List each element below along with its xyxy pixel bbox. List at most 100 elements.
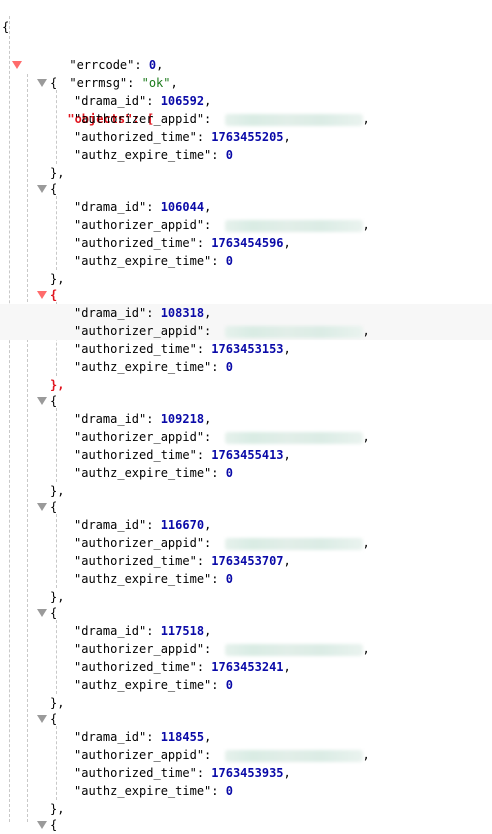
- authorizer-appid-key: "authorizer_appid": [74, 536, 205, 550]
- authorized-time-key: "authorized_time": [74, 342, 197, 356]
- field-line-authz-expire-time: "authz_expire_time": 0: [74, 572, 233, 586]
- field-line-authorized-time: "authorized_time": 1763454596,: [74, 236, 291, 250]
- object-open-line: {: [0, 286, 492, 304]
- object-collapse-toggle-icon[interactable]: [37, 397, 47, 405]
- redacted-value: [224, 325, 363, 338]
- field-line-authorized-time: "authorized_time": 1763455413,: [74, 448, 291, 462]
- drama-id-value: 116670: [160, 518, 205, 532]
- drama-id-value: 109218: [160, 412, 205, 426]
- authorized-time-key: "authorized_time": [74, 660, 197, 674]
- object-collapse-toggle-icon[interactable]: [37, 609, 47, 617]
- indent-guide-root: [9, 16, 10, 822]
- field-line-authorizer-appid: "authorizer_appid": ,: [74, 642, 370, 656]
- drama-id-value: 106592: [160, 94, 205, 108]
- authorized-time-value: 1763453935: [211, 766, 284, 780]
- drama-id-key: "drama_id": [74, 518, 147, 532]
- object-open-brace: {: [50, 394, 58, 408]
- objects-line: "objects": [: [0, 56, 492, 126]
- object-close-brace: },: [50, 166, 65, 180]
- object-open-line: {: [0, 498, 492, 516]
- field-line-authz-expire-time: "authz_expire_time": 0: [74, 784, 233, 798]
- authorized-time-value: 1763453707: [211, 554, 284, 568]
- drama-id-value: 117518: [160, 624, 205, 638]
- authz-expire-time-key: "authz_expire_time": [74, 254, 212, 268]
- authz-expire-time-value: 0: [225, 360, 233, 374]
- object-collapse-toggle-icon[interactable]: [37, 79, 47, 87]
- field-line-drama-id: "drama_id": 109218,: [74, 412, 212, 426]
- object-open-line: {: [0, 180, 492, 198]
- drama-id-value: 118455: [160, 730, 205, 744]
- objects-key: "objects": [67, 112, 133, 126]
- indent-guide-objects: [27, 74, 28, 822]
- object-open-line: {: [0, 604, 492, 622]
- indent-guide-object: [56, 726, 57, 800]
- field-line-authz-expire-time: "authz_expire_time": 0: [74, 466, 233, 480]
- authorized-time-key: "authorized_time": [74, 766, 197, 780]
- object-close-line: },: [0, 588, 492, 606]
- field-line-authorizer-appid: "authorizer_appid": ,: [74, 218, 370, 232]
- redacted-value: [224, 113, 363, 126]
- authz-expire-time-key: "authz_expire_time": [74, 784, 212, 798]
- object-collapse-toggle-icon[interactable]: [37, 715, 47, 723]
- authorized-time-key: "authorized_time": [74, 448, 197, 462]
- objects-open-bracket: [: [146, 112, 155, 126]
- redacted-value: [224, 643, 363, 656]
- object-open-brace: {: [50, 818, 58, 832]
- object-close-brace: },: [50, 802, 65, 816]
- object-collapse-toggle-icon[interactable]: [37, 821, 47, 829]
- authorizer-appid-key: "authorizer_appid": [74, 642, 205, 656]
- field-line-authz-expire-time: "authz_expire_time": 0: [74, 360, 233, 374]
- field-line-authorized-time: "authorized_time": 1763453707,: [74, 554, 291, 568]
- authz-expire-time-key: "authz_expire_time": [74, 360, 212, 374]
- authorized-time-value: 1763453153: [211, 342, 284, 356]
- authorized-time-key: "authorized_time": [74, 554, 197, 568]
- authorized-time-key: "authorized_time": [74, 236, 197, 250]
- object-close-brace: },: [50, 590, 65, 604]
- errcode-value: 0: [148, 58, 157, 72]
- object-collapse-toggle-icon[interactable]: [37, 185, 47, 193]
- field-line-drama-id: "drama_id": 118455,: [74, 730, 212, 744]
- object-close-brace: },: [50, 696, 65, 710]
- object-close-brace: },: [50, 272, 65, 286]
- authorized-time-value: 1763455205: [211, 130, 284, 144]
- objects-collapse-toggle-icon[interactable]: [12, 61, 22, 69]
- object-open-line: {: [0, 710, 492, 728]
- authz-expire-time-value: 0: [225, 148, 233, 162]
- field-line-authorizer-appid: "authorizer_appid": ,: [0, 322, 492, 340]
- errcode-line: "errcode": 0,: [69, 58, 164, 72]
- drama-id-key: "drama_id": [74, 412, 147, 426]
- authz-expire-time-value: 0: [225, 466, 233, 480]
- field-line-authz-expire-time: "authz_expire_time": 0: [74, 254, 233, 268]
- field-line-authz-expire-time: "authz_expire_time": 0: [74, 148, 233, 162]
- authz-expire-time-value: 0: [225, 572, 233, 586]
- root-open-brace: {: [2, 20, 10, 34]
- authorized-time-key: "authorized_time": [74, 130, 197, 144]
- drama-id-key: "drama_id": [74, 94, 147, 108]
- errcode-key: "errcode": [69, 58, 135, 72]
- field-line-authorizer-appid: "authorizer_appid": ,: [74, 112, 370, 126]
- authorized-time-value: 1763455413: [211, 448, 284, 462]
- object-open-brace: {: [50, 712, 58, 726]
- object-open-brace: {: [50, 606, 58, 620]
- authz-expire-time-value: 0: [225, 678, 233, 692]
- field-line-authorized-time: "authorized_time": 1763455205,: [74, 130, 291, 144]
- authz-expire-time-key: "authz_expire_time": [74, 572, 212, 586]
- object-open-brace: {: [50, 76, 58, 90]
- indent-guide-object: [56, 620, 57, 694]
- object-close-line: },: [0, 376, 492, 394]
- object-collapse-toggle-icon[interactable]: [37, 503, 47, 511]
- root-open-line: {: [0, 0, 492, 34]
- field-line-drama-id: "drama_id": 108318,: [0, 304, 492, 322]
- errmsg-line: "errmsg": "ok",: [69, 76, 178, 90]
- object-open-brace: {: [50, 182, 58, 196]
- object-collapse-toggle-icon[interactable]: [37, 291, 47, 299]
- field-line-authorizer-appid: "authorizer_appid": ,: [74, 430, 370, 444]
- errmsg-key: "errmsg": [69, 76, 128, 90]
- indent-guide-object: [56, 514, 57, 588]
- object-open-brace: {: [50, 288, 58, 302]
- field-line-drama-id: "drama_id": 106044,: [74, 200, 212, 214]
- drama-id-key: "drama_id": [74, 624, 147, 638]
- field-line-authorizer-appid: "authorizer_appid": ,: [74, 748, 370, 762]
- drama-id-key: "drama_id": [74, 306, 147, 320]
- indent-guide-object: [56, 408, 57, 482]
